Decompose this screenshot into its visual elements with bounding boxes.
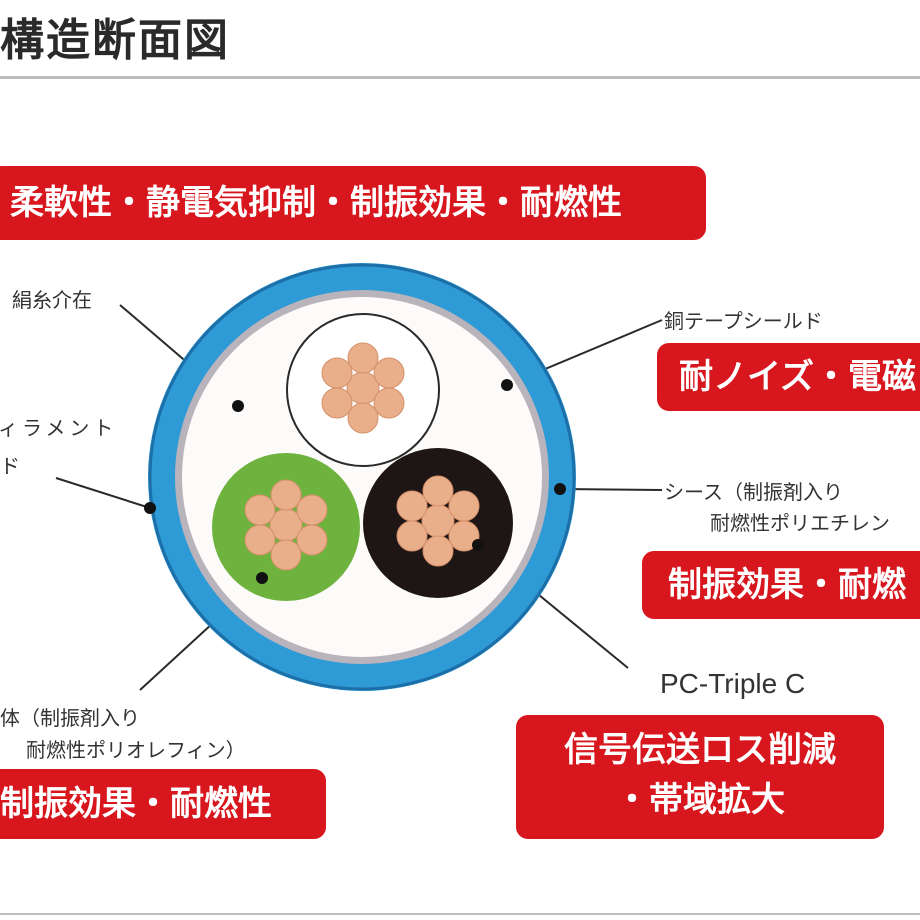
label-filament-line1: ィラメント — [0, 416, 118, 440]
label-silk: 絹糸介在 — [12, 288, 92, 312]
label-insulator-line2: 耐燃性ポリオレフィン） — [26, 738, 246, 762]
box-sheath-text: 制振効果・耐燃 — [668, 565, 906, 605]
leader-sheath — [559, 488, 663, 491]
green-core-conductor — [244, 479, 328, 571]
label-sheath-line1: シース（制振剤入り — [664, 480, 843, 504]
label-conductor: PC-Triple C — [660, 668, 806, 699]
leader-filament — [55, 477, 151, 509]
box-noise-text: 耐ノイズ・電磁 — [679, 357, 916, 397]
box-insulator-text: 制振効果・耐燃性 — [0, 784, 272, 824]
label-copper-tape: 銅テープシールド — [664, 309, 823, 333]
box-noise: 耐ノイズ・電磁 — [657, 343, 920, 411]
box-conductor-line1: 信号伝送ロス削減 — [564, 730, 836, 770]
label-insulator-line1: 体（制振剤入り — [0, 706, 140, 730]
sheath-outline — [148, 263, 576, 691]
white-core-conductor — [321, 342, 405, 434]
black-core-conductor — [396, 475, 480, 567]
title-divider — [0, 76, 920, 79]
box-top-features-text: 柔軟性・静電気抑制・制振効果・耐燃性 — [10, 183, 622, 223]
label-sheath-line2: 耐燃性ポリエチレン — [710, 511, 890, 535]
box-insulator: 制振効果・耐燃性 — [0, 769, 326, 839]
pointer-dots — [144, 379, 566, 584]
label-filament-line2: ド — [0, 454, 20, 478]
box-conductor: 信号伝送ロス削減 ・帯域拡大 — [516, 715, 884, 839]
box-sheath: 制振効果・耐燃 — [642, 551, 920, 619]
page-title: 構造断面図 — [0, 15, 230, 66]
box-conductor-line2: ・帯域拡大 — [615, 780, 785, 820]
bottom-divider — [0, 913, 920, 915]
box-top-features: 柔軟性・静電気抑制・制振効果・耐燃性 — [0, 166, 706, 240]
